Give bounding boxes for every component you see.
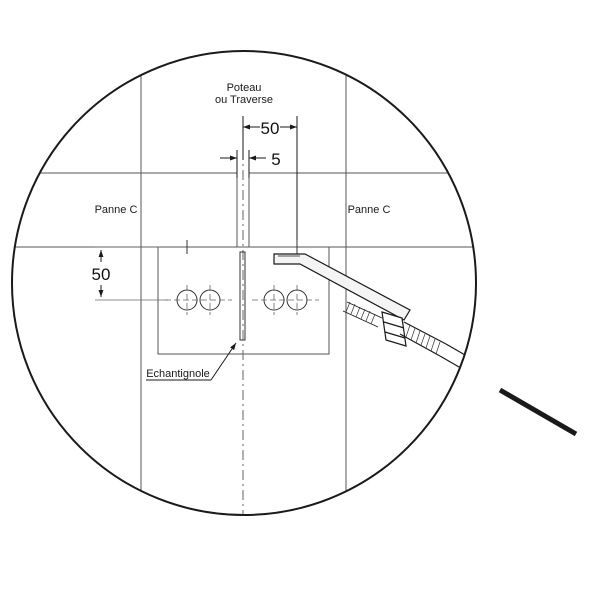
dim-gap xyxy=(220,150,266,178)
plate-ticks xyxy=(186,238,298,254)
purlins xyxy=(12,172,476,248)
tie-rod xyxy=(273,253,476,379)
cable-outside xyxy=(498,387,578,437)
post-label-alt: ou Traverse xyxy=(215,94,273,106)
dim-gap-value: 5 xyxy=(271,150,280,169)
dim-top-width xyxy=(242,116,298,240)
post-label: Poteau xyxy=(227,82,262,94)
dim-height-extensions xyxy=(95,246,168,301)
detail-contents xyxy=(12,51,476,515)
dim-top-width-value: 50 xyxy=(261,119,280,138)
rod-threads xyxy=(345,301,441,355)
cleat-label: Echantignole xyxy=(146,368,210,380)
cleat-slot xyxy=(239,251,246,341)
purlin-left-label: Panne C xyxy=(95,204,138,216)
hole-centerlines xyxy=(165,285,319,315)
dim-height-value: 50 xyxy=(92,265,111,284)
purlin-right-label: Panne C xyxy=(348,204,391,216)
detail-circle xyxy=(11,50,477,516)
cleat-leader xyxy=(146,342,237,381)
